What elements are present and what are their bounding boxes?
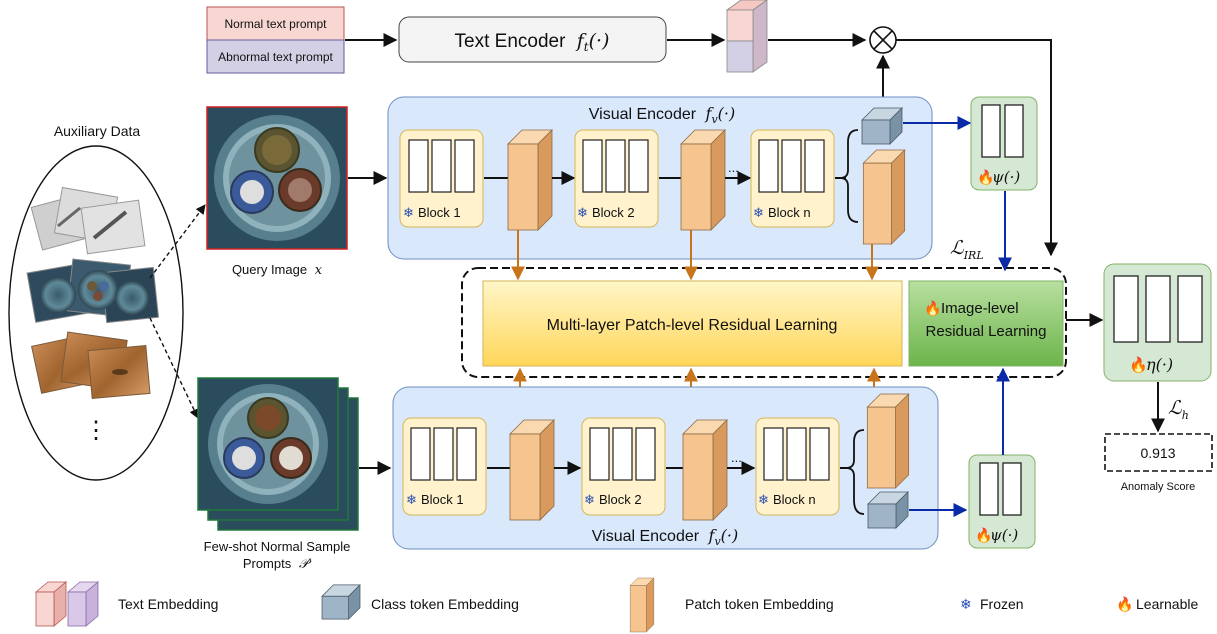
block-1-bottom-label: Block 1: [421, 492, 464, 507]
residual-container: [461, 267, 1067, 378]
block-1-label: Block 1: [418, 205, 461, 220]
snowflake-icon: ❄: [584, 492, 595, 507]
auxiliary-wood-images: [31, 331, 151, 399]
loss-irl-label: ℒIRL: [950, 237, 984, 262]
psi-top-label: ψ(·): [992, 168, 1020, 186]
anomaly-score-label: Anomaly Score: [1121, 481, 1196, 493]
snowflake-icon: ❄: [960, 596, 972, 612]
auxiliary-ellipsis: ⋮: [84, 417, 108, 444]
visual-encoder-bottom: Visual Encoder fv(·) ❄ Block 1 ❄ Block 2…: [392, 386, 939, 550]
psi-bottom: 🔥 ψ(·): [968, 454, 1036, 549]
flame-icon: 🔥: [975, 527, 992, 544]
flame-icon: 🔥: [1116, 596, 1133, 613]
image-residual-box: 🔥 Image-level Residual Learning: [908, 280, 1064, 367]
patch-token-bottom-n: [866, 393, 910, 489]
block-2-label: Block 2: [592, 205, 635, 220]
brace-top: [839, 129, 859, 223]
aux-to-fewshot-dashed-arrow: [149, 317, 199, 419]
patch-residual-box: Multi-layer Patch-level Residual Learnin…: [482, 280, 903, 367]
psi-top: 🔥 ψ(·): [970, 96, 1038, 191]
abnormal-prompt-box: [206, 39, 345, 74]
block-n-bottom-label: Block n: [773, 492, 816, 507]
auxiliary-data-title: Auxiliary Data: [54, 123, 141, 139]
brace-bottom: [845, 429, 865, 515]
patch-token-top-1: [507, 129, 553, 231]
patch-token-bottom-1: [509, 419, 555, 521]
legend-text-embedding-label: Text Embedding: [118, 596, 218, 612]
legend-learnable-label: Learnable: [1136, 596, 1198, 612]
block-1-bottom: ❄ Block 1: [402, 417, 487, 516]
patch-token-top-2: [680, 129, 726, 231]
snowflake-icon: ❄: [403, 205, 414, 220]
anomaly-score-value: 0.913: [1140, 445, 1175, 461]
text-embedding-cube: [725, 0, 768, 73]
snowflake-icon: ❄: [758, 492, 769, 507]
block-2-bottom-label: Block 2: [599, 492, 642, 507]
block-2-top: ❄ Block 2: [574, 129, 659, 228]
block-1-top: ❄ Block 1: [399, 129, 484, 228]
abnormal-prompt-label: Abnormal text prompt: [218, 50, 333, 64]
block-n-bottom: ❄ Block n: [755, 417, 840, 516]
few-shot-caption-line2: Prompts 𝒫′: [243, 556, 312, 572]
block-ellipsis-bottom: ...: [731, 450, 742, 465]
flame-icon: 🔥: [977, 169, 994, 186]
visual-encoder-top-label: Visual Encoder fv(·): [589, 104, 736, 126]
normal-prompt-box: [206, 6, 345, 41]
patch-token-top-n: [862, 149, 906, 245]
normal-prompt-label: Normal text prompt: [224, 17, 327, 31]
multiply-node: [869, 26, 897, 54]
eta-label: η(·): [1146, 355, 1173, 374]
snowflake-icon: ❄: [753, 205, 764, 220]
anomaly-score-box: [1104, 433, 1213, 472]
psi-bottom-label: ψ(·): [990, 526, 1018, 544]
block-n-label: Block n: [768, 205, 811, 220]
few-shot-caption-line1: Few-shot Normal Sample: [204, 539, 351, 554]
legend-frozen-label: Frozen: [980, 596, 1024, 612]
patch-token-bottom-2: [682, 419, 728, 521]
auxiliary-screw-images: [30, 186, 146, 255]
legend-patch-token-icon: [629, 577, 655, 633]
flame-icon: 🔥: [1129, 356, 1148, 374]
patch-residual-label: Multi-layer Patch-level Residual Learnin…: [547, 317, 838, 334]
text-prompts: Normal text prompt Abnormal text prompt: [206, 6, 345, 74]
legend: Text Embedding Class token Embedding Pat…: [34, 577, 1198, 633]
visual-encoder-top: Visual Encoder fv(·) ❄ Block 1 ❄ Block 2…: [387, 96, 933, 260]
few-shot-images: [197, 377, 359, 531]
image-residual-line2: Residual Learning: [926, 323, 1047, 340]
block-n-top: ❄ Block n: [750, 129, 835, 228]
legend-class-token-label: Class token Embedding: [371, 596, 519, 612]
eta-head: 🔥 η(·): [1103, 263, 1212, 382]
aux-to-query-dashed-arrow: [149, 204, 206, 279]
legend-text-embedding-icon: [34, 581, 100, 627]
query-image-caption: Query Image x: [232, 262, 323, 278]
block-ellipsis-top: ...: [728, 160, 739, 175]
block-2-bottom: ❄ Block 2: [581, 417, 666, 516]
text-encoder-label: Text Encoder ft(·): [455, 30, 610, 54]
snowflake-icon: ❄: [406, 492, 417, 507]
legend-patch-token-label: Patch token Embedding: [685, 596, 834, 612]
flame-icon: 🔥: [924, 300, 941, 317]
multiply-to-image-residual-arrow: [896, 39, 1058, 257]
query-image: [206, 106, 348, 250]
image-residual-line1: Image-level: [941, 300, 1019, 317]
legend-class-token-icon: [321, 584, 361, 620]
auxiliary-cable-images: [26, 258, 160, 324]
snowflake-icon: ❄: [577, 205, 588, 220]
loss-h-label: ℒh: [1168, 397, 1189, 422]
visual-encoder-bottom-label: Visual Encoder fv(·): [592, 526, 739, 548]
text-encoder: Text Encoder ft(·): [398, 16, 667, 63]
